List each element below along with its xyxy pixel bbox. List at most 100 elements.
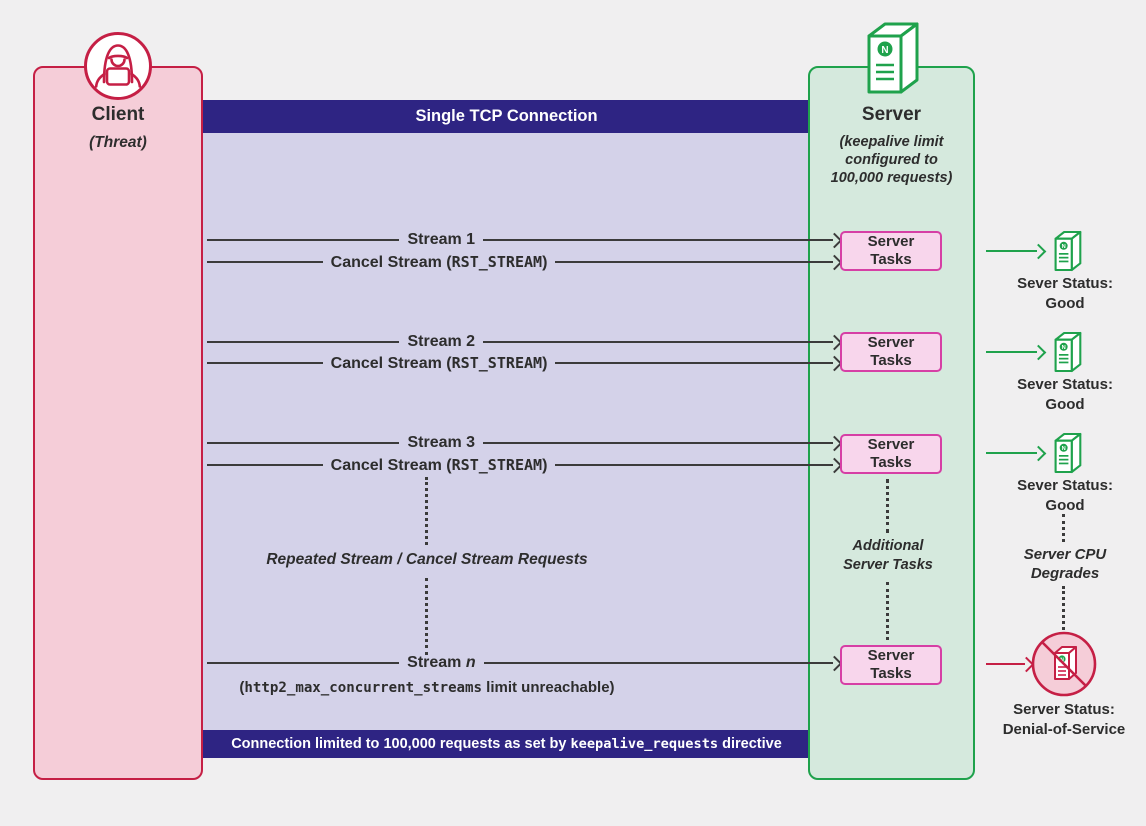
status-line2: Good (1045, 396, 1085, 413)
dotted-line (1062, 514, 1065, 542)
arrow-line (207, 442, 400, 444)
dotted-line (1062, 586, 1065, 630)
cancel-stream-2-label: Cancel Stream (RST_STREAM) (323, 352, 556, 375)
arrowhead-icon (1030, 445, 1047, 461)
dos-status-line1: Server Status: (1013, 701, 1115, 718)
status-line1: Sever Status: (1017, 376, 1113, 393)
hacker-client-icon (83, 31, 153, 101)
tcp-connection-body (203, 133, 810, 730)
stream-1-arrow: Stream 1 (207, 229, 843, 251)
server-subtitle-line2: configured to (845, 152, 938, 168)
status-arrow-3 (986, 445, 1047, 461)
arrow-line (207, 239, 400, 241)
arrowhead-icon (1030, 243, 1047, 259)
footer-directive-code: keepalive_requests (570, 736, 719, 752)
cancel-label-code: RST_STREAM (451, 252, 543, 271)
tcp-connection-footer: Connection limited to 100,000 requests a… (203, 730, 810, 758)
stream-n-prefix: Stream (407, 654, 466, 671)
arrowhead-icon (1030, 344, 1047, 360)
arrow-line (207, 464, 323, 466)
server-status-icon-3: N (1048, 431, 1086, 475)
arrow-line (207, 261, 323, 263)
status-line1: Sever Status: (1017, 275, 1113, 292)
server-tasks-label: Server (867, 233, 915, 250)
additional-note-line1: Additional (852, 538, 924, 554)
client-box (33, 66, 203, 780)
stream-3-label: Stream 3 (407, 434, 476, 451)
status-line1: Sever Status: (1017, 477, 1113, 494)
cancel-label-suffix: ) (542, 354, 548, 372)
cancel-stream-1-label: Cancel Stream (RST_STREAM) (323, 251, 556, 274)
footer-text-suffix: directive (718, 736, 782, 752)
arrow-line (207, 362, 323, 364)
cancel-stream-1-arrow: Cancel Stream (RST_STREAM) (207, 251, 843, 274)
arrow-line (483, 341, 833, 343)
server-tasks-label: Tasks (870, 352, 912, 369)
cancel-label-code: RST_STREAM (451, 455, 543, 474)
cancel-label-suffix: ) (542, 253, 548, 271)
cancel-label-prefix: Cancel Stream ( (330, 354, 452, 372)
server-tasks-box-3: Server Tasks (840, 434, 942, 474)
arrow-line (207, 662, 400, 664)
status-line2: Good (1045, 497, 1085, 514)
arrow-line (986, 452, 1037, 454)
cancel-stream-3-arrow: Cancel Stream (RST_STREAM) (207, 454, 843, 477)
svg-text:N: N (1062, 244, 1066, 250)
arrow-line (986, 663, 1025, 665)
server-tasks-box-2: Server Tasks (840, 332, 942, 372)
tcp-connection-panel: Single TCP Connection Connection limited… (203, 100, 810, 758)
denial-of-service-icon: N (1030, 630, 1098, 698)
svg-text:N: N (1062, 446, 1066, 452)
status-arrow-1 (986, 243, 1047, 259)
client-title: Client (91, 104, 145, 125)
server-status-icon-2: N (1048, 330, 1086, 374)
server-status-label-1: Sever Status: Good (990, 274, 1140, 314)
svg-text:N: N (1062, 345, 1066, 351)
arrow-line (207, 341, 400, 343)
cancel-label-suffix: ) (542, 456, 548, 474)
cancel-label-code: RST_STREAM (451, 353, 543, 372)
stream-n-label: Stream n (399, 652, 483, 674)
status-arrow-2 (986, 344, 1047, 360)
server-tasks-label: Server (867, 436, 915, 453)
stream-n-note-open: ( (239, 679, 245, 696)
dotted-line (886, 479, 889, 533)
cpu-note-line1: Server CPU (1023, 546, 1107, 563)
arrow-line (483, 662, 833, 664)
server-status-icon-1: N (1048, 229, 1086, 273)
stream-n-note-rest: limit unreachable) (482, 679, 615, 696)
server-tasks-label: Tasks (870, 665, 912, 682)
arrow-line (555, 464, 833, 466)
svg-text:N: N (1060, 657, 1064, 663)
dos-status-label: Server Status: Denial-of-Service (988, 700, 1140, 740)
stream-n-arrow: Stream n (207, 652, 843, 674)
additional-note-line2: Server Tasks (843, 557, 933, 573)
stream-2-label: Stream 2 (407, 333, 476, 350)
server-tasks-box-1: Server Tasks (840, 231, 942, 271)
additional-server-tasks-note: Additional Server Tasks (828, 537, 948, 575)
tcp-connection-title: Single TCP Connection (415, 107, 598, 125)
arrow-line (555, 362, 833, 364)
stream-1-label: Stream 1 (407, 231, 476, 248)
status-line2: Good (1045, 295, 1085, 312)
server-tasks-label: Server (867, 334, 915, 351)
server-status-label-3: Sever Status: Good (990, 476, 1140, 516)
client-subtitle: (Threat) (89, 134, 147, 151)
dotted-line (425, 578, 428, 655)
dotted-line (886, 582, 889, 640)
dotted-line (425, 477, 428, 545)
server-tasks-label: Tasks (870, 454, 912, 471)
svg-text:N: N (881, 45, 888, 56)
cancel-stream-3-label: Cancel Stream (RST_STREAM) (323, 454, 556, 477)
cancel-label-prefix: Cancel Stream ( (330, 456, 452, 474)
stream-n-note: (http2_max_concurrent_streams limit unre… (217, 679, 637, 696)
stream-2-arrow: Stream 2 (207, 331, 843, 353)
server-title: Server (861, 104, 922, 125)
arrow-line (483, 239, 833, 241)
footer-text-prefix: Connection limited to 100,000 requests a… (231, 736, 571, 752)
stream-n-note-code: http2_max_concurrent_streams (244, 680, 483, 696)
arrow-line (986, 250, 1037, 252)
dos-arrow (986, 656, 1035, 672)
stream-n-italic: n (465, 654, 476, 671)
nginx-server-icon: N (855, 18, 927, 98)
